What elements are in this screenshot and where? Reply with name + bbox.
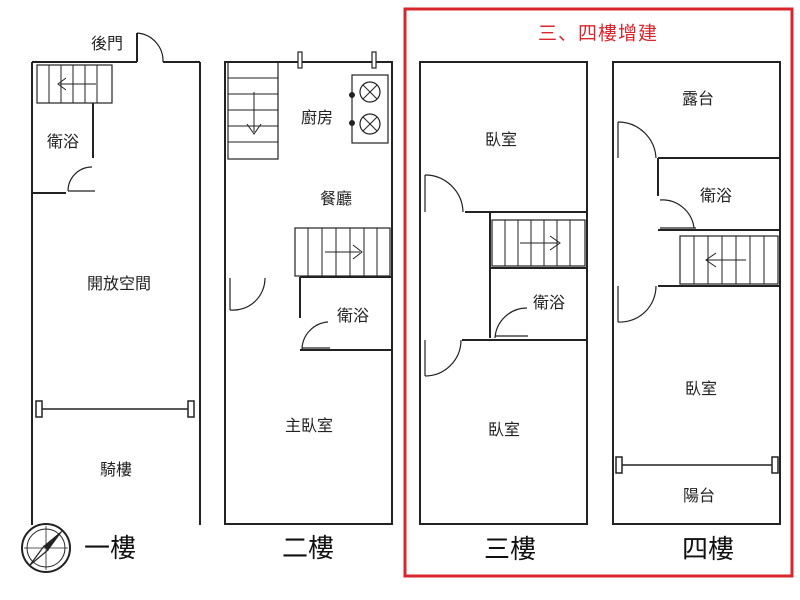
room-terrace: 露台 (681, 89, 715, 108)
room-bathroom-4f: 衛浴 (699, 186, 733, 205)
room-dining: 餐廳 (319, 189, 353, 208)
floor-2-plan (224, 51, 393, 525)
floor-label-3f: 三樓 (483, 535, 537, 565)
room-balcony: 陽台 (682, 486, 716, 505)
floor-label-2f: 二樓 (281, 534, 335, 564)
room-arcade: 騎樓 (99, 460, 133, 479)
room-bedroom-3f-lower: 臥室 (487, 420, 521, 439)
addition-note: 三、四樓增建 (537, 22, 659, 45)
room-bedroom-4f: 臥室 (684, 379, 718, 398)
room-bedroom-3f-upper: 臥室 (484, 130, 518, 149)
room-bathroom-3f: 衛浴 (532, 293, 566, 312)
floor-1-plan (31, 32, 201, 525)
room-master-bedroom: 主臥室 (284, 416, 334, 435)
addition-highlight-frame (403, 7, 794, 578)
room-bathroom-1f: 衛浴 (46, 132, 80, 151)
room-back-door: 後門 (90, 34, 124, 53)
room-bathroom-2f: 衛浴 (336, 306, 370, 325)
floor-label-4f: 四樓 (681, 535, 735, 565)
room-kitchen: 廚房 (300, 108, 334, 127)
floor-3-plan (419, 61, 588, 525)
floor-label-1f: 一樓 (83, 534, 137, 564)
room-open-space: 開放空間 (86, 274, 152, 293)
floor-4-plan (612, 61, 781, 525)
compass-icon (21, 523, 71, 573)
